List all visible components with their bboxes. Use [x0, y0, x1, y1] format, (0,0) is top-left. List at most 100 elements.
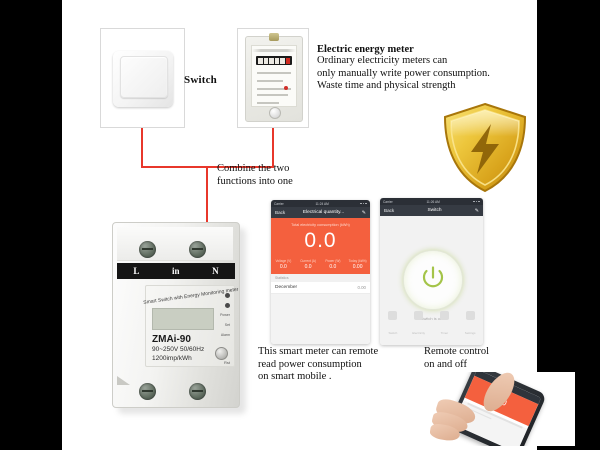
stat-value: 0.0 — [329, 264, 337, 270]
status-carrier: Carrier — [383, 199, 393, 204]
tab-electricity[interactable]: Electricity — [406, 311, 432, 339]
bottom-tab-bar: Switch Electricity Timer Settings — [380, 311, 483, 339]
indicator-label: Alarm — [220, 333, 230, 337]
terminal-screw — [139, 241, 156, 258]
stat-cell: Current (A) 0.0 — [296, 259, 321, 270]
din-rail-smart-meter: L in N Smart Switch with Energy Monitori… — [112, 222, 252, 418]
stat-key: Current (A) — [300, 259, 316, 263]
caption-left-line-1: This smart meter can remote — [258, 346, 379, 357]
caption-right-line-2: on and off — [424, 358, 467, 370]
phone-energy-app: Carrier 11:24 AM Back Electrical quantit… — [271, 200, 370, 344]
indicator-column: Power Set Alarm — [214, 290, 230, 340]
list-item-value: 0.00 — [357, 285, 366, 290]
combine-note-line-2: functions into one — [217, 175, 293, 187]
switch-product-frame — [100, 28, 185, 128]
caption-left-line-3: on smart mobile . — [258, 371, 332, 382]
back-button[interactable]: Back — [384, 208, 395, 213]
back-button[interactable]: Back — [275, 210, 286, 215]
tab-timer[interactable]: Timer — [432, 311, 458, 339]
energy-meter-line-3: Waste time and physical strength — [317, 80, 456, 91]
combine-note-line-1: Combine the two — [217, 163, 290, 174]
meter-brand-strip — [252, 49, 296, 52]
din-rail-clip — [117, 376, 130, 385]
switch-screen: Switch is on Switch Electricity Timer — [380, 216, 483, 345]
energy-card-caption: Total electricity consumption (kWh) — [291, 223, 350, 227]
tab-switch[interactable]: Switch — [380, 311, 406, 339]
wall-switch-plate — [113, 51, 173, 107]
caption-right-line-1: Remote control — [424, 346, 490, 357]
stat-cell: Power (W) 0.0 — [321, 259, 346, 270]
terminal-label-in: in — [172, 266, 180, 276]
tab-label: Electricity — [412, 331, 426, 335]
terminal-screw — [189, 383, 206, 400]
indicator-led — [225, 292, 230, 298]
edit-icon[interactable]: ✎ — [361, 210, 366, 216]
stat-key: Voltage (V) — [275, 259, 292, 263]
energy-meter-title: Electric energy meter — [317, 44, 414, 55]
app-title: Switch — [427, 208, 442, 213]
terminal-legend: L in N — [117, 263, 235, 279]
indicator-led — [225, 302, 230, 308]
energy-meter-frame — [237, 28, 309, 128]
meter-led — [284, 86, 288, 90]
gear-icon — [465, 311, 475, 320]
switch-icon — [388, 311, 398, 320]
din-meter-pulse-spec: 1200imp/kWh — [152, 355, 192, 362]
indicator-label: Set — [224, 323, 230, 327]
meter-face — [251, 45, 297, 107]
power-toggle-button[interactable] — [402, 250, 463, 310]
stat-value: 0.0 — [279, 264, 287, 270]
connector-line-switch — [141, 128, 143, 168]
din-meter-faceplate: Smart Switch with Energy Monitoring mete… — [143, 285, 239, 367]
din-meter-model: ZMAi-90 — [152, 334, 191, 345]
caption-remote-control: Remote control on and off — [424, 346, 564, 371]
stat-cell: Today (kWh) 0.00 — [345, 259, 370, 270]
caption-energy-reading: This smart meter can remote read power c… — [258, 346, 408, 384]
din-meter-top — [117, 227, 233, 261]
stat-key: Today (kWh) — [348, 259, 367, 263]
status-icons — [473, 200, 480, 203]
terminal-screw — [189, 241, 206, 258]
tab-label: Switch — [388, 331, 398, 335]
energy-stats-row: Voltage (V) 0.0 Current (A) 0.0 Power (W… — [271, 259, 370, 270]
white-backdrop: Switch — [62, 0, 575, 450]
reset-button[interactable] — [215, 347, 228, 360]
terminal-screw — [139, 383, 156, 400]
indicator-label: Power — [220, 313, 230, 317]
shield-lightning-icon — [439, 100, 531, 195]
edit-icon[interactable]: ✎ — [474, 208, 479, 214]
list-item-label: December — [275, 285, 298, 290]
status-carrier: Carrier — [274, 201, 284, 206]
switch-state-text: Switch is on — [420, 316, 443, 321]
terminal-label-l: L — [133, 266, 140, 276]
app-navbar: Back Switch ✎ — [380, 205, 483, 216]
din-meter-lcd — [152, 308, 214, 330]
status-bar: Carrier 11:24 AM — [271, 200, 370, 207]
energy-summary-card: Total electricity consumption (kWh) 0.0 … — [271, 218, 370, 274]
energy-meter-line-1: Ordinary electricity meters can — [317, 55, 448, 66]
energy-meter-caption: Electric energy meter Ordinary electrici… — [317, 44, 532, 93]
power-icon — [420, 265, 446, 296]
din-meter-voltage-spec: 90~250V 50/60Hz — [152, 346, 205, 353]
status-icons — [360, 202, 367, 205]
tab-label: Settings — [464, 331, 476, 335]
stat-cell: Voltage (V) 0.0 — [271, 259, 296, 270]
tab-settings[interactable]: Settings — [457, 311, 483, 339]
app-navbar: Back Electrical quantity... ✎ — [271, 207, 370, 218]
status-time: 11:26 AM — [426, 199, 440, 204]
section-header: Statistics — [271, 274, 370, 282]
connector-line-meter — [272, 128, 274, 168]
caption-left-line-2: read power consumption — [258, 358, 362, 370]
terminal-label-n: N — [212, 266, 219, 276]
hand-holding-phone-photo: 0.0 — [430, 372, 575, 446]
clock-icon — [439, 311, 449, 320]
din-meter-body: L in N Smart Switch with Energy Monitori… — [112, 222, 240, 408]
app-title: Electrical quantity... — [302, 210, 345, 215]
meter-hook — [269, 33, 279, 41]
reset-button-label: Rst — [224, 360, 230, 365]
stat-key: Power (W) — [325, 259, 341, 263]
phone-switch-app: Carrier 11:26 AM Back Switch ✎ — [380, 198, 483, 345]
list-item[interactable]: December 0.00 — [271, 282, 370, 294]
connector-line-drop — [206, 166, 208, 228]
status-bar: Carrier 11:26 AM — [380, 198, 483, 205]
